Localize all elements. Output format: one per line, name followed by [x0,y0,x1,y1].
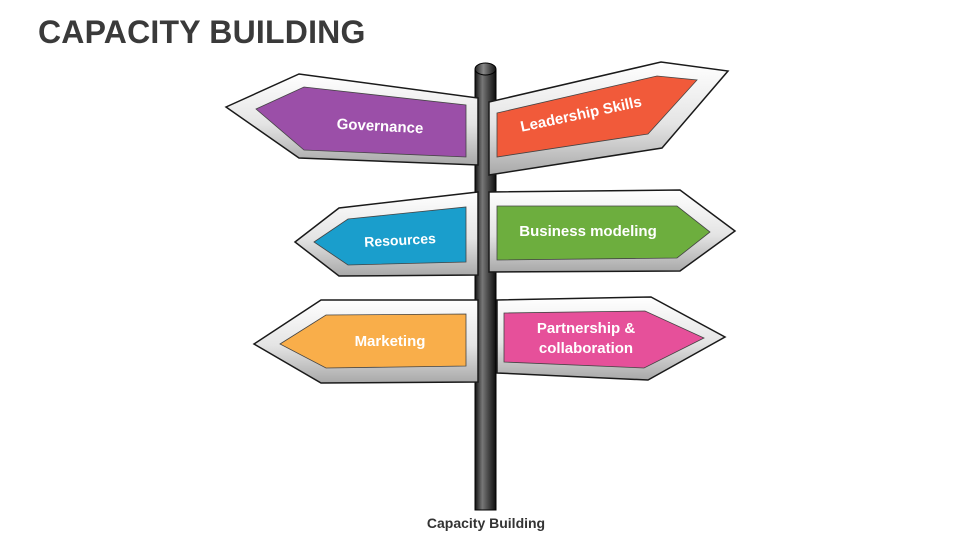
signpost-pole [474,62,497,511]
slide-title: CAPACITY BUILDING [38,14,366,50]
sign-partnership-collaboration-panel [503,310,705,369]
sign-leadership-skills: Leadership Skills [488,61,730,176]
sign-marketing-panel [279,313,467,369]
sign-partnership-label-line1: Partnership & [537,320,636,337]
sign-resources: Resources [293,191,479,277]
diagram-caption: Capacity Building [426,515,546,531]
sign-marketing: Marketing [252,299,479,384]
sign-partnership-label-line2: collaboration [539,340,633,357]
sign-marketing-label: Marketing [355,333,426,350]
sign-business-modeling-label: Business modeling [519,223,657,240]
sign-governance: Governance [224,73,479,166]
sign-business-modeling-panel [496,205,711,261]
sign-business-modeling: Business modeling [488,189,737,273]
sign-governance-label: Governance [336,116,423,138]
sign-resources-label: Resources [364,230,437,250]
sign-governance-panel [255,86,467,158]
sign-leadership-skills-panel [496,75,698,158]
sign-partnership-collaboration: Partnership & collaboration [496,296,727,381]
sign-resources-panel [313,206,467,266]
